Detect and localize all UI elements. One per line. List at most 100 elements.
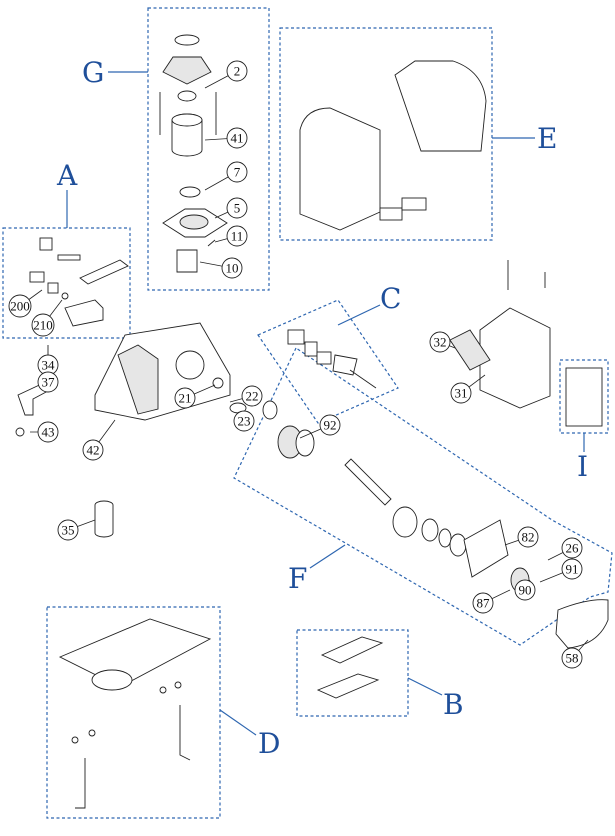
part-callout-92: 92 xyxy=(299,414,341,439)
group-a-parts-drawing xyxy=(29,237,129,327)
part-callout-37: 37 xyxy=(37,371,59,393)
group-b-box xyxy=(296,629,409,717)
callout-circle xyxy=(472,592,494,614)
group-g-box xyxy=(147,7,270,291)
callout-circle xyxy=(241,385,263,407)
part-callout-210: 210 xyxy=(31,299,63,337)
part-callout-21: 21 xyxy=(174,384,216,409)
part-callout-2: 2 xyxy=(204,60,248,89)
group-b-parts-drawing xyxy=(316,636,384,699)
group-e-box xyxy=(279,27,493,241)
part-number: 43 xyxy=(42,425,55,440)
part-number: 2 xyxy=(234,64,241,79)
callout-circle xyxy=(174,387,196,409)
part-number: 5 xyxy=(234,201,241,216)
part-callout-5: 5 xyxy=(214,197,248,219)
part-callout-10: 10 xyxy=(199,257,243,279)
part-number: 11 xyxy=(231,229,244,244)
part-callout-32: 32 xyxy=(429,331,456,353)
part-number: 10 xyxy=(226,261,239,276)
callout-circle xyxy=(37,421,59,443)
callout-circle xyxy=(82,439,104,461)
callout-circle xyxy=(8,294,32,318)
callout-circle xyxy=(226,60,248,82)
foundation-plate-drawing xyxy=(58,618,212,809)
group-d-box xyxy=(46,606,221,819)
part-callout-91: 91 xyxy=(539,558,583,583)
part-callout-42: 42 xyxy=(82,419,116,461)
part-number: 21 xyxy=(179,391,192,406)
callout-circle xyxy=(319,414,341,436)
group-g-label: G xyxy=(82,56,104,89)
callout-circle xyxy=(37,371,59,393)
part-callout-7: 7 xyxy=(204,161,248,191)
part-callout-43: 43 xyxy=(30,421,59,443)
housing-bracket-drawing xyxy=(449,260,603,427)
callout-circle xyxy=(233,410,255,432)
part-number: 35 xyxy=(62,523,75,538)
part-number: 87 xyxy=(477,596,491,611)
group-i-label: I xyxy=(577,450,588,483)
part-number: 200 xyxy=(10,299,30,314)
part-callout-34: 34 xyxy=(37,354,59,376)
covers-drawing xyxy=(299,60,487,231)
part-number: 37 xyxy=(42,375,56,390)
part-callout-58: 58 xyxy=(561,639,589,669)
callout-circle xyxy=(561,537,583,559)
group-a-label: A xyxy=(56,159,78,192)
group-e-label: E xyxy=(537,122,557,155)
motor-assembly-drawing xyxy=(159,34,228,273)
part-number: 58 xyxy=(566,651,579,666)
shaft-gear-assembly-drawing xyxy=(262,400,609,649)
callout-circle xyxy=(514,579,536,601)
part-number: 31 xyxy=(455,386,468,401)
callout-circle xyxy=(561,558,583,580)
group-c-box xyxy=(257,299,399,424)
group-a-box xyxy=(2,227,131,339)
gearbox-base-drawing xyxy=(15,322,247,538)
part-callout-82: 82 xyxy=(504,526,539,548)
callout-circle xyxy=(226,161,248,183)
callout-circle xyxy=(429,331,451,353)
group-c-parts-drawing xyxy=(287,329,377,389)
callout-circle xyxy=(561,647,583,669)
group-b-label: B xyxy=(443,688,464,721)
part-number: 210 xyxy=(33,318,53,333)
part-number: 22 xyxy=(246,389,259,404)
part-number: 7 xyxy=(234,165,241,180)
part-callout-11: 11 xyxy=(214,225,248,247)
part-number: 92 xyxy=(324,418,337,433)
group-c-label: C xyxy=(380,282,401,315)
callout-circle xyxy=(226,225,248,247)
part-number: 91 xyxy=(566,562,579,577)
part-number: 23 xyxy=(238,414,251,429)
part-callout-23: 23 xyxy=(233,410,255,432)
callout-circle xyxy=(57,519,79,541)
part-number: 34 xyxy=(42,358,56,373)
part-callout-90: 90 xyxy=(514,579,536,601)
part-callout-26: 26 xyxy=(547,537,583,561)
part-number: 26 xyxy=(566,541,580,556)
part-number: 42 xyxy=(87,443,100,458)
callout-circle xyxy=(221,257,243,279)
group-f-box xyxy=(233,347,613,646)
part-callout-31: 31 xyxy=(450,374,486,404)
callout-circle xyxy=(226,127,248,149)
part-callout-41: 41 xyxy=(204,127,248,149)
part-callout-35: 35 xyxy=(57,519,96,541)
group-f-label: F xyxy=(288,562,307,595)
part-number: 32 xyxy=(434,335,447,350)
group-d-label: D xyxy=(258,727,280,760)
callout-circle xyxy=(450,382,472,404)
part-number: 90 xyxy=(519,583,532,598)
callout-circle xyxy=(31,313,55,337)
part-callout-87: 87 xyxy=(472,589,511,614)
callout-circle xyxy=(226,197,248,219)
part-number: 82 xyxy=(522,530,535,545)
part-callout-22: 22 xyxy=(229,385,263,407)
callout-circle xyxy=(517,526,539,548)
part-number: 41 xyxy=(231,131,244,146)
part-callout-200: 200 xyxy=(8,289,43,318)
